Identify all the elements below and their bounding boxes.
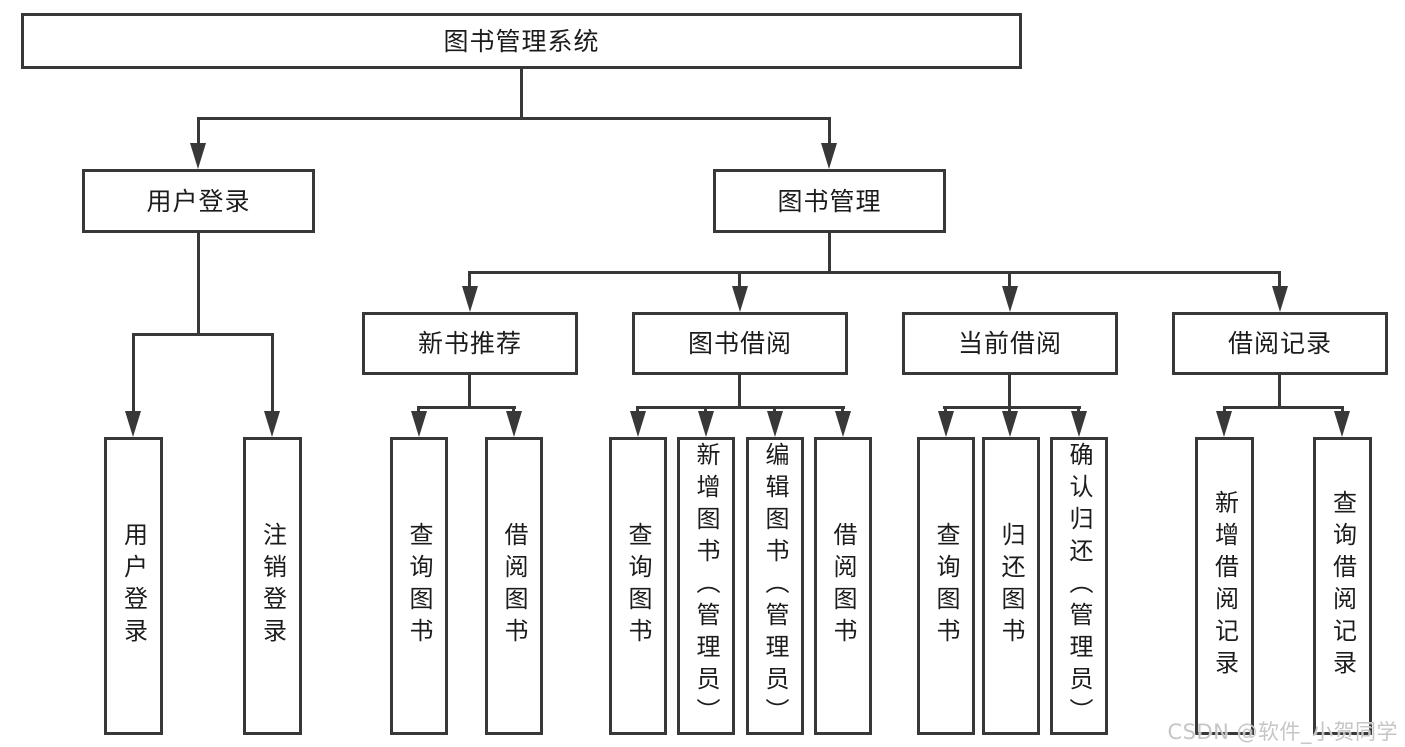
leaf-edit-book-admin: 编辑图书（管理员） [746,437,804,735]
leaf-return-book: 归还图书 [982,437,1040,735]
connector-line [738,373,741,409]
connector-line [1223,406,1226,414]
connector-line [271,333,274,413]
connector-line [828,117,831,147]
watermark: CSDN @软件_小贺同学 [1167,720,1398,744]
connector-line [636,406,845,409]
node-root: 图书管理系统 [21,13,1022,69]
arrowhead-down-icon [630,411,646,437]
node-label: 用户登录 [119,522,148,650]
connector-line [1008,271,1011,289]
arrowhead-down-icon [1334,411,1350,437]
arrowhead-down-icon [462,286,478,312]
connector-line [468,271,471,289]
connector-line [944,406,947,414]
connector-line [1341,406,1344,414]
connector-line [1077,406,1080,414]
leaf-borrow-book-recommend: 借阅图书 [485,437,543,735]
node-label: 当前借阅 [957,329,1062,358]
leaf-add-book-admin: 新增图书（管理员） [677,437,735,735]
arrowhead-down-icon [938,411,954,437]
node-label: 确认归还（管理员） [1065,442,1093,730]
connector-line [636,406,639,414]
arrowhead-down-icon [190,143,206,169]
node-current-borrow: 当前借阅 [902,312,1118,375]
node-label: 注销登录 [258,522,287,650]
leaf-query-book-recommend: 查询图书 [390,437,448,735]
arrowhead-down-icon [1002,411,1018,437]
node-label: 图书管理 [777,186,882,216]
connector-line [704,406,707,414]
leaf-confirm-return-admin: 确认归还（管理员） [1050,437,1108,735]
node-label: 图书管理系统 [443,26,600,56]
node-label: 用户登录 [146,186,251,216]
node-label: 新增借阅记录 [1210,490,1239,682]
arrowhead-down-icon [732,286,748,312]
node-book-borrow: 图书借阅 [632,312,848,375]
leaf-user-login: 用户登录 [104,437,163,735]
connector-line [417,406,420,414]
arrowhead-down-icon [125,411,141,437]
connector-line [468,373,471,409]
connector-line [1278,271,1281,289]
connector-line [132,333,274,336]
arrowhead-down-icon [835,411,851,437]
connector-line [520,69,523,118]
node-label: 图书借阅 [687,329,792,358]
leaf-query-borrow-record: 查询借阅记录 [1313,437,1372,735]
connector-line [1008,406,1011,414]
node-label: 查询图书 [405,522,433,650]
connector-line [738,271,741,289]
connector-line [197,117,200,147]
connector-line [468,271,1281,274]
connector-line [1008,373,1011,409]
arrowhead-down-icon [1216,411,1232,437]
connector-line [1223,406,1344,409]
connector-line [512,406,515,414]
connector-line [828,231,831,273]
connector-line [841,406,844,414]
node-label: 编辑图书（管理员） [761,442,789,730]
node-label: 借阅图书 [500,522,528,650]
arrowhead-down-icon [506,411,522,437]
connector-line [773,406,776,414]
leaf-query-book-current: 查询图书 [917,437,975,735]
connector-line [197,231,200,335]
node-label: 新书推荐 [417,329,522,358]
connector-line [943,406,1081,409]
arrowhead-down-icon [1272,286,1288,312]
connector-line [417,406,516,409]
node-book-management: 图书管理 [713,169,946,233]
leaf-logout: 注销登录 [243,437,302,735]
node-borrow-record: 借阅记录 [1172,312,1388,375]
arrowhead-down-icon [1071,411,1087,437]
arrowhead-down-icon [698,411,714,437]
node-user-login: 用户登录 [82,169,315,233]
arrowhead-down-icon [411,411,427,437]
leaf-borrow-book: 借阅图书 [814,437,872,735]
arrowhead-down-icon [264,411,280,437]
connector-line [1278,373,1281,409]
node-label: 归还图书 [997,522,1025,650]
node-label: 查询借阅记录 [1328,490,1357,682]
node-new-book-recommend: 新书推荐 [362,312,578,375]
arrowhead-down-icon [767,411,783,437]
node-label: 新增图书（管理员） [692,442,720,730]
connector-line [132,333,135,413]
leaf-add-borrow-record: 新增借阅记录 [1195,437,1254,735]
arrowhead-down-icon [1002,286,1018,312]
node-label: 借阅图书 [829,522,857,650]
connector-line [197,117,831,120]
node-label: 借阅记录 [1227,329,1332,358]
node-label: 查询图书 [932,522,960,650]
arrowhead-down-icon [821,143,837,169]
leaf-query-book-borrow: 查询图书 [609,437,667,735]
node-label: 查询图书 [624,522,652,650]
